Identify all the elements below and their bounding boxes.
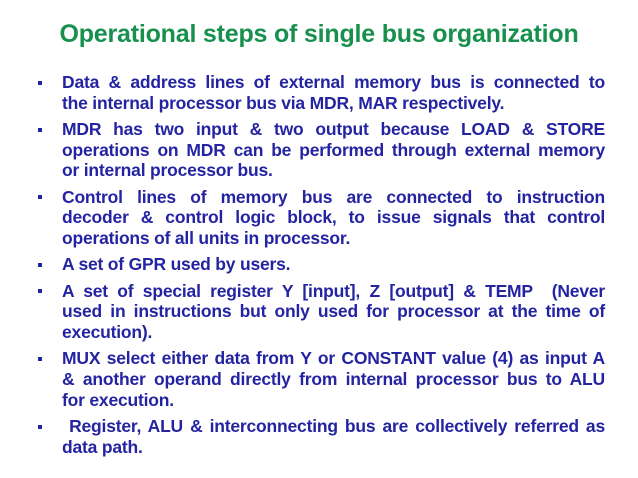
bullet-line: Data & address lines of external memory …	[62, 72, 605, 92]
bullet-list: Data & address lines of external memory …	[0, 72, 638, 458]
bullet-line: & another operand directly from internal…	[62, 369, 605, 390]
bullet-line: the internal processor bus via MDR, MAR …	[62, 92, 505, 113]
bullet-line: operations on MDR can be performed throu…	[62, 139, 605, 160]
square-bullet-icon	[38, 348, 62, 361]
bullet-line: MUX select either data from Y or CONSTAN…	[62, 348, 605, 369]
square-bullet-icon	[38, 187, 62, 200]
bullet-line: decoder & control logic block, to issue …	[62, 207, 605, 228]
bullet-line: for execution.	[62, 389, 174, 410]
bullet-line: operations of all units in processor.	[62, 228, 351, 249]
bullet-text: A set of GPR used by users.	[62, 254, 605, 275]
bullet-item: A set of special register Y [input], Z […	[38, 281, 605, 343]
square-bullet-icon	[38, 254, 62, 267]
bullet-item: A set of GPR used by users.	[38, 254, 605, 275]
bullet-text: Data & address lines of external memory …	[62, 72, 605, 113]
bullet-line: A set of special register Y [input], Z […	[62, 280, 605, 301]
bullet-item: Data & address lines of external memory …	[38, 72, 605, 113]
bullet-text: MDR has two input & two output because L…	[62, 119, 605, 181]
bullet-text: MUX select either data from Y or CONSTAN…	[62, 348, 605, 410]
bullet-line: A set of GPR used by users.	[62, 254, 291, 275]
bullet-line: or internal processor bus.	[62, 160, 273, 181]
bullet-line: MDR has two input & two output because L…	[62, 119, 605, 139]
bullet-line: Control lines of memory bus are connecte…	[62, 186, 605, 207]
bullet-line: data path.	[62, 436, 143, 457]
square-bullet-icon	[38, 281, 62, 294]
square-bullet-icon	[38, 119, 62, 132]
bullet-text: Register, ALU & interconnecting bus are …	[62, 416, 605, 457]
square-bullet-icon	[38, 416, 62, 429]
bullet-line: used in instructions but only used for p…	[62, 301, 605, 322]
bullet-line: execution).	[62, 322, 153, 343]
square-bullet-icon	[38, 72, 62, 85]
bullet-item: MUX select either data from Y or CONSTAN…	[38, 348, 605, 410]
bullet-text: Control lines of memory bus are connecte…	[62, 187, 605, 249]
bullet-item: MDR has two input & two output because L…	[38, 119, 605, 181]
page-title: Operational steps of single bus organiza…	[59, 20, 579, 48]
bullet-line: Register, ALU & interconnecting bus are …	[62, 416, 605, 437]
bullet-text: A set of special register Y [input], Z […	[62, 281, 605, 343]
bullet-item: Control lines of memory bus are connecte…	[38, 187, 605, 249]
bullet-item: Register, ALU & interconnecting bus are …	[38, 416, 605, 457]
